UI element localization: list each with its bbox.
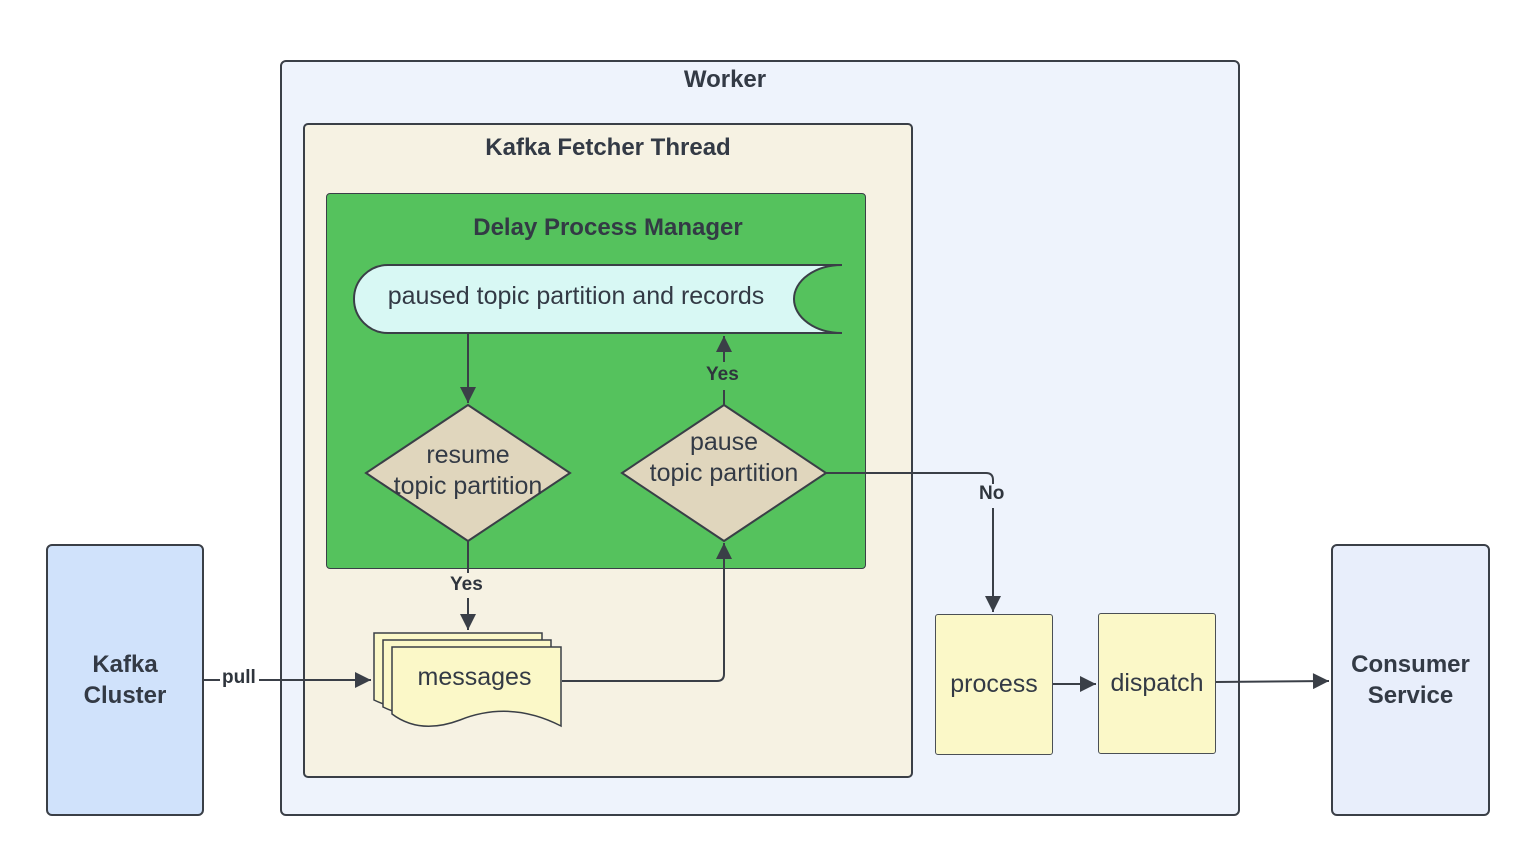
edge-messages-to-pause <box>562 543 732 682</box>
worker-title: Worker <box>683 66 767 93</box>
pause-label-line2: topic partition <box>649 459 799 487</box>
edge-label-pull: pull <box>222 667 256 688</box>
edge-label-pause-yes: Yes <box>706 364 739 385</box>
resume-decision-label: resume topic partition <box>366 440 570 502</box>
pause-decision-shape <box>620 403 828 543</box>
resume-label-line2: topic partition <box>393 472 543 500</box>
kafka-cluster-node: Kafka Cluster <box>46 544 204 816</box>
kafka-cluster-label-line2: Cluster <box>83 682 167 709</box>
pause-label-line1: pause <box>689 428 759 456</box>
messages-shape <box>373 632 562 728</box>
delay-manager-title: Delay Process Manager <box>473 214 743 241</box>
process-node: process <box>935 614 1053 755</box>
messages-label: messages <box>417 663 532 691</box>
resume-label-line1: resume <box>426 441 510 469</box>
edge-label-pause-no: No <box>979 483 1005 504</box>
dispatch-node: dispatch <box>1098 613 1216 754</box>
edge-pause-to-process <box>826 472 994 484</box>
consumer-service-node: Consumer Service <box>1331 544 1490 816</box>
kafka-cluster-label-line1: Kafka <box>92 651 158 678</box>
fetcher-thread-title: Kafka Fetcher Thread <box>485 134 731 161</box>
edge-dispatch-to-consumer <box>1215 673 1330 690</box>
edge-label-resume-yes: Yes <box>450 574 483 595</box>
consumer-service-label-line1: Consumer <box>1351 651 1470 678</box>
paused-store-shape <box>353 264 843 334</box>
paused-store-label: paused topic partition and records <box>387 282 765 310</box>
consumer-service-label-line2: Service <box>1367 682 1454 709</box>
pause-decision-label: pause topic partition <box>622 427 826 489</box>
